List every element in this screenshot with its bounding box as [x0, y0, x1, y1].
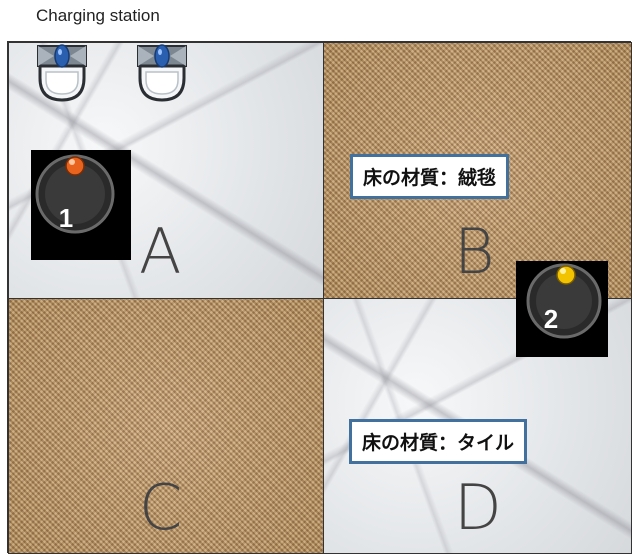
charging-dock-icon — [37, 44, 87, 102]
cell-d-letter: D — [454, 471, 502, 544]
robot-1-number: 1 — [58, 203, 74, 233]
robot-2: 2 — [516, 261, 608, 357]
robot-1: 1 — [31, 150, 131, 260]
robot-vacuum-icon — [35, 154, 115, 234]
robot-2-number: 2 — [543, 304, 559, 334]
floor-label-carpet: 床の材質：絨毯 — [350, 154, 510, 199]
cell-c-letter: C — [139, 471, 183, 544]
robot-vacuum-icon — [526, 263, 602, 339]
cell-c: C — [8, 298, 324, 554]
floor-label-tile: 床の材質：タイル — [349, 419, 528, 464]
charging-dock-icon — [137, 44, 187, 102]
cell-a-letter: A — [139, 215, 182, 288]
diagram-title: Charging station — [36, 6, 160, 25]
cell-b-letter: B — [454, 215, 495, 288]
